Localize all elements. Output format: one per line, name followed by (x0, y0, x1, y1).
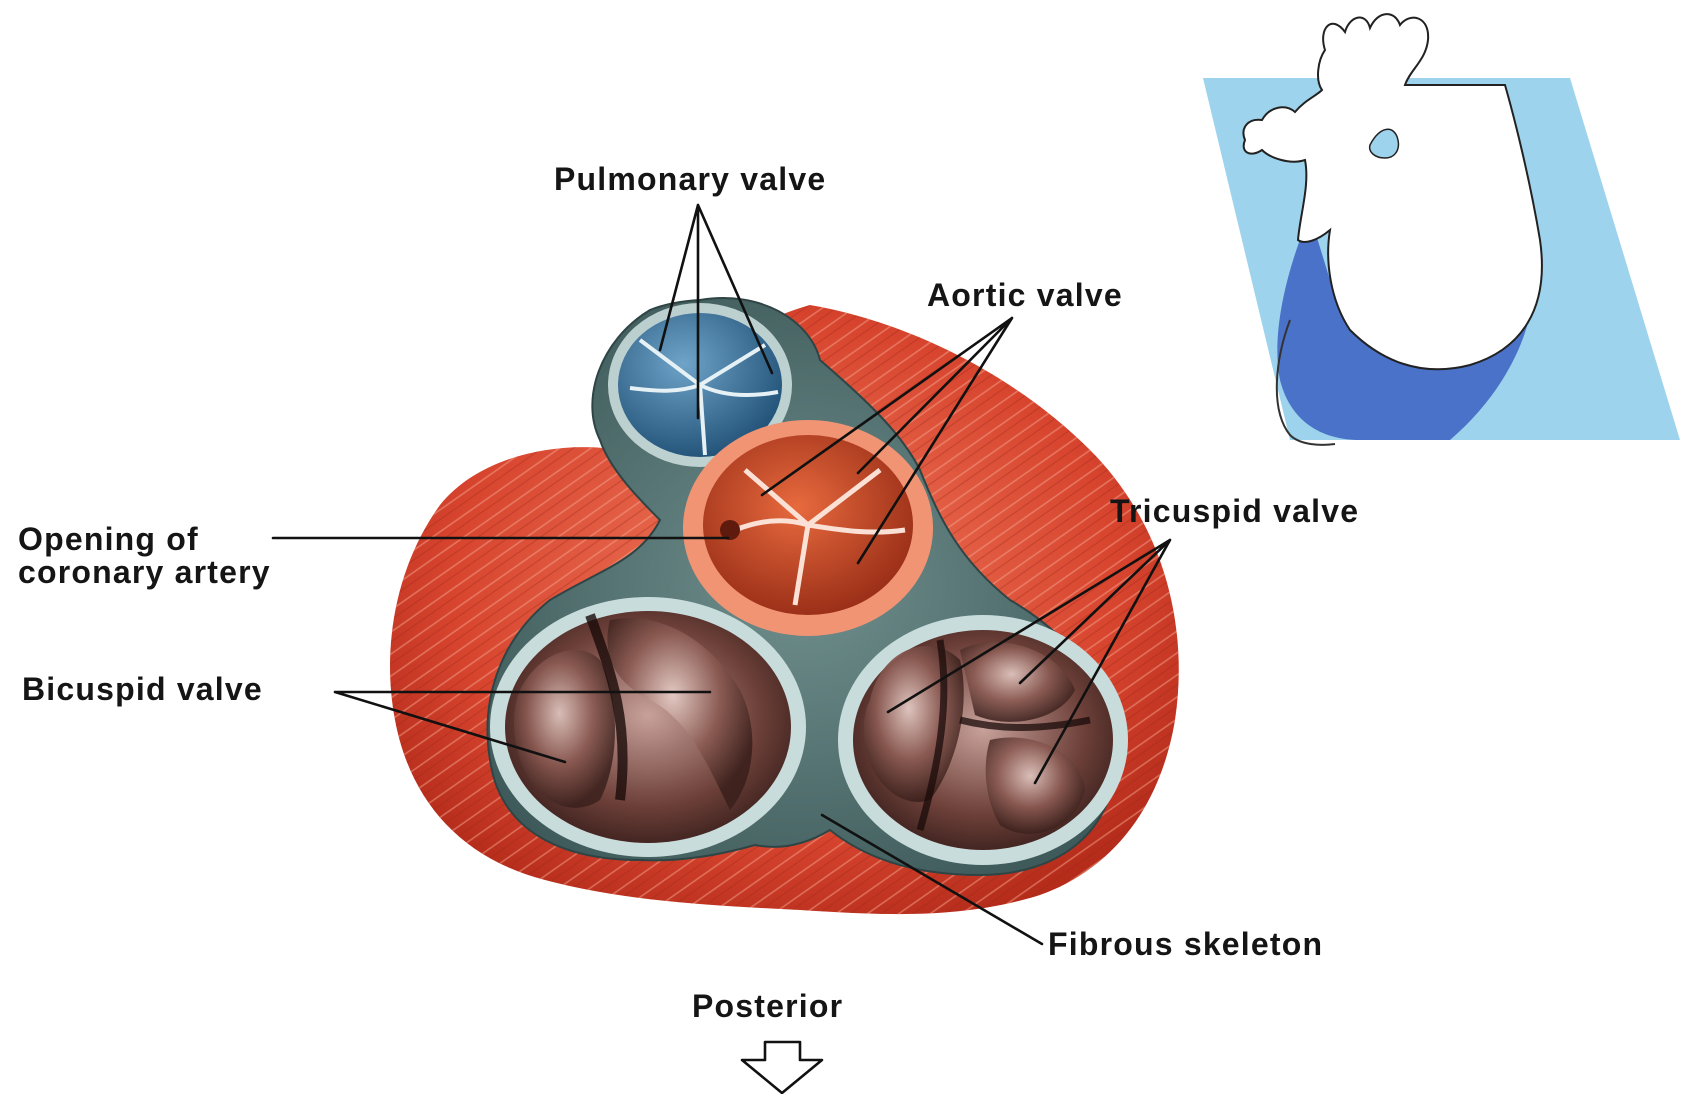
down-arrow-icon (742, 1042, 822, 1093)
aortic-valve-label: Aortic valve (927, 277, 1123, 313)
bicuspid-valve (490, 597, 806, 857)
opening-coronary-artery-label-line2: coronary artery (18, 554, 271, 590)
bicuspid-valve-label: Bicuspid valve (22, 671, 263, 707)
fibrous-skeleton-label: Fibrous skeleton (1048, 926, 1323, 962)
tricuspid-valve (838, 615, 1128, 865)
reference-view-thumbnail (1203, 14, 1680, 445)
pulmonary-valve-label: Pulmonary valve (554, 161, 826, 197)
tricuspid-valve-label: Tricuspid valve (1110, 493, 1359, 529)
posterior-label: Posterior (692, 988, 843, 1024)
opening-coronary-artery-label-line1: Opening of (18, 521, 199, 557)
aortic-valve (683, 420, 933, 636)
